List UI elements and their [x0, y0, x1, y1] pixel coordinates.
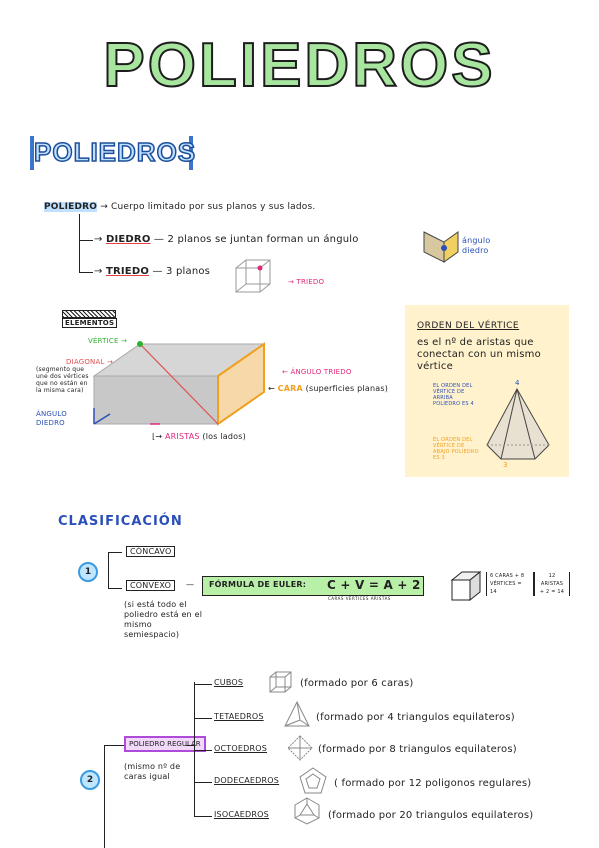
elements-heading: ELEMENTOS: [62, 318, 118, 328]
tetrahedron-icon: [284, 700, 310, 727]
triedo-label: → TRIEDO: [288, 278, 325, 286]
term-tetraedros: TETAEDROS: [214, 712, 264, 721]
label-angulo-diedro: ÁNGULO DIEDRO: [36, 410, 67, 427]
diedro-figure: [423, 231, 459, 263]
definition-bracket: [79, 214, 80, 272]
term-dodecaedros: DODECAEDROS: [214, 776, 280, 785]
cube-icon: [269, 671, 292, 693]
label-vertice: VÉRTICE →: [88, 337, 128, 345]
triedo-label-text: TRIEDO: [296, 278, 325, 286]
octaedros-text: (formado por 8 triangulos equilateros): [318, 744, 517, 755]
concavo-box: CÓNCAVO: [126, 546, 176, 557]
label-angulo-triedo: ← ÁNGULO TRIEDO: [282, 368, 352, 376]
bracket-1-bottom: [108, 588, 122, 589]
triedo-text: 3 planos: [166, 266, 211, 277]
triedo-line: → TRIEDO — 3 planos: [94, 266, 211, 277]
vertex-order-note: ORDEN DEL VÉRTICE es el nº de aristas qu…: [405, 305, 569, 477]
euler-example-2: 12 ARISTAS + 2 = 14: [534, 572, 570, 596]
page-title: POLIEDROS: [102, 30, 496, 101]
branch-dodecaedros: [194, 782, 212, 783]
triedo-figure: [235, 259, 271, 293]
subtitle-text: POLIEDROS: [33, 136, 197, 168]
term-diedro: DIEDRO: [105, 234, 151, 245]
bracket-line-triedo: [79, 272, 93, 273]
euler-formula: C + V = A + 2: [327, 578, 421, 592]
cubos-text: (formado por 6 caras): [300, 678, 414, 689]
diagonal-note: (segmento que une dos vértices que no es…: [36, 366, 89, 394]
bracket-1: [108, 552, 109, 588]
definition-line: POLIEDRO → Cuerpo limitado por sus plano…: [44, 202, 316, 212]
diedro-label: ángulo diedro: [462, 236, 491, 255]
bracket-regular-join: [186, 745, 194, 746]
branch-icosaedros: [194, 816, 212, 817]
bracket-2-top: [104, 745, 124, 746]
branch-octaedros: [194, 750, 212, 751]
cube-example: [450, 570, 482, 602]
term-cubos: CUBOS: [214, 678, 244, 687]
label-cara: ← CARA (superficies planas): [268, 384, 389, 393]
definition-text: Cuerpo limitado por sus planos y sus lad…: [111, 202, 316, 212]
label-angulo-triedo-text: ÁNGULO TRIEDO: [290, 368, 352, 376]
note-text: es el nº de aristas que conectan con un …: [417, 337, 541, 372]
label-vertice-text: VÉRTICE: [88, 337, 119, 345]
euler-label: FÓRMULA DE EULER:: [209, 580, 307, 589]
tetraedros-text: (formado por 4 triangulos equilateros): [316, 712, 515, 723]
prism-figure: [92, 341, 266, 426]
num-2-badge: 2: [80, 770, 100, 790]
convexo-box: CONVEXO: [126, 580, 176, 591]
icosahedron-icon: [294, 797, 320, 825]
label-diagonal-text: DIAGONAL: [66, 358, 105, 366]
term-icosaedros: ISOCAEDROS: [214, 810, 269, 819]
dash: —: [186, 580, 195, 589]
num-1-badge: 1: [78, 562, 98, 582]
convexo-note: (si está todo el poliedro está en el mis…: [124, 600, 203, 639]
label-cara-note: (superficies planas): [305, 384, 389, 393]
section-subtitle: POLIEDROS: [30, 136, 197, 170]
euler-box: FÓRMULA DE EULER: C + V = A + 2: [202, 576, 424, 596]
octahedron-icon: [287, 735, 313, 761]
note-apex-label: EL ORDEN DEL VÉRTICE DE ARRIBA POLIEDRO …: [433, 383, 474, 407]
label-aristas-note: (los lados): [202, 432, 246, 441]
regular-note: (mismo nº de caras igual: [124, 762, 181, 781]
note-num-4: 4: [515, 379, 520, 387]
term-triedo: TRIEDO: [105, 266, 150, 277]
term-octaedros: OCTOEDROS: [214, 744, 268, 753]
label-diagonal: DIAGONAL →: [66, 358, 114, 366]
bracket-1-top: [108, 552, 122, 553]
diedro-text: 2 planos se juntan forman un ángulo: [167, 234, 359, 245]
label-aristas-text: ARISTAS: [164, 432, 200, 441]
label-aristas: ⌊→ ARISTAS (los lados): [152, 432, 246, 441]
bracket-2: [104, 745, 105, 848]
note-num-3: 3: [503, 461, 508, 469]
classification-heading: CLASIFICACIÓN: [58, 514, 183, 529]
dodecaedros-text: ( formado por 12 poligonos regulares): [334, 778, 532, 789]
euler-sub: CARAS VÉRTICES ARISTAS: [328, 596, 391, 601]
note-title: ORDEN DEL VÉRTICE: [417, 321, 520, 331]
euler-example-1: 6 CARAS + 8 VÉRTICES = 14: [486, 572, 534, 596]
poliedro-regular-box: POLIEDRO REGULAR: [124, 736, 206, 752]
label-cara-text: CARA: [277, 384, 303, 393]
pyramid-figure: [486, 387, 550, 460]
diedro-line: → DIEDRO — 2 planos se juntan forman un …: [94, 234, 359, 245]
elements-hatch: [62, 310, 116, 318]
term-poliedro: POLIEDRO: [44, 202, 98, 212]
icosaedros-text: (formado por 20 triangulos equilateros): [328, 810, 534, 821]
branch-cubos: [194, 684, 212, 685]
dodecahedron-icon: [299, 767, 327, 794]
branch-tetraedros: [194, 718, 212, 719]
bracket-line-diedro: [79, 240, 93, 241]
note-base-label: EL ORDEN DEL VÉRTICE DE ABAJO POLIEDRO E…: [433, 437, 479, 461]
bracket-regular: [194, 682, 195, 816]
